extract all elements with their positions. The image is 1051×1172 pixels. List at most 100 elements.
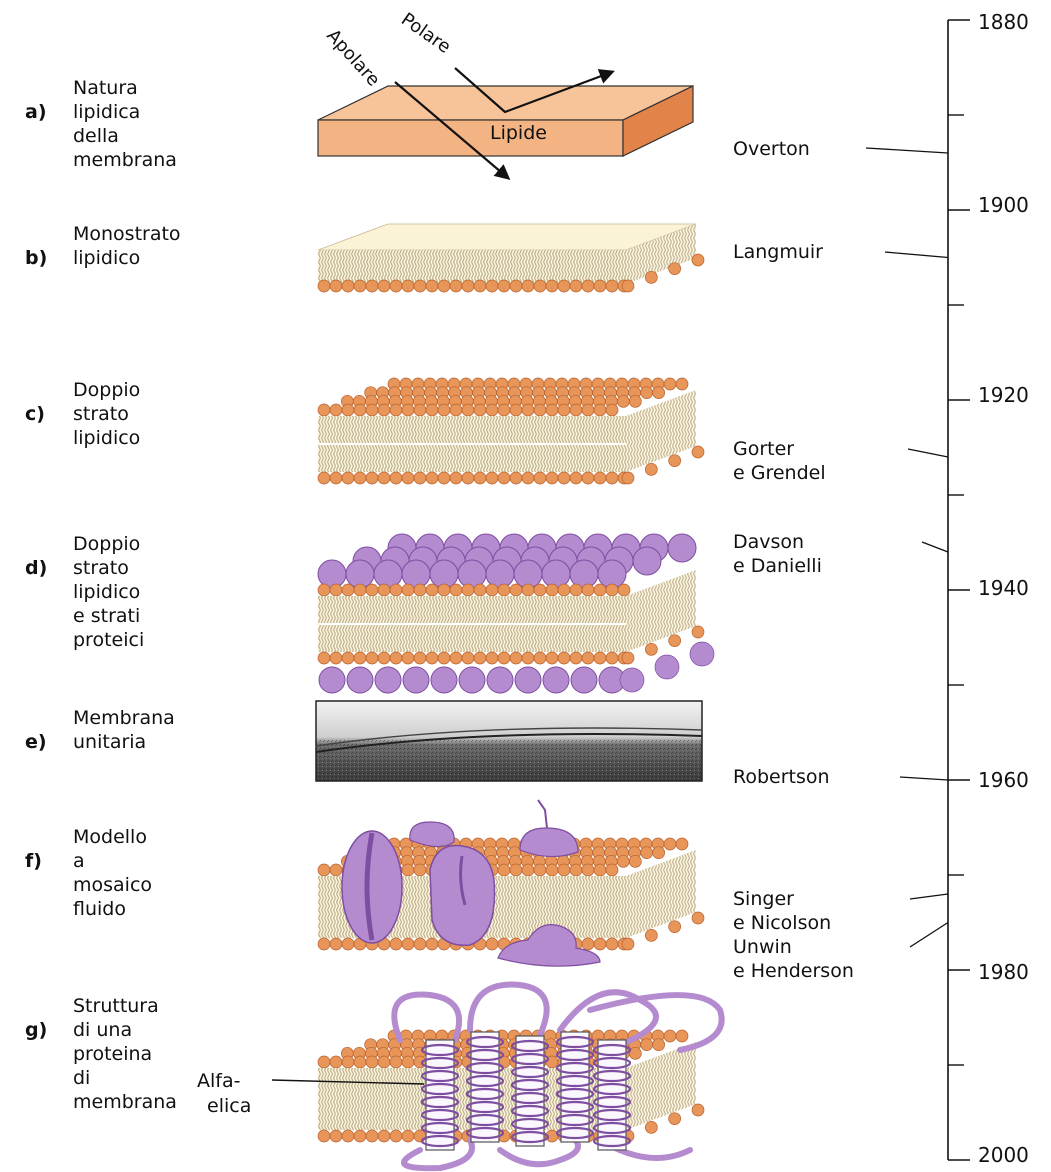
protein-loop	[470, 985, 547, 1035]
lipid-head	[498, 864, 510, 876]
lipid-head	[582, 404, 594, 416]
lipid-head	[414, 472, 426, 484]
lipid-head	[474, 280, 486, 292]
lipid-head	[617, 395, 629, 407]
lipid-head	[629, 855, 641, 867]
protein-globule	[690, 642, 714, 666]
protein-globule	[403, 667, 429, 693]
lipid-head	[534, 652, 546, 664]
scientist-connector	[908, 449, 948, 457]
lipid-head	[330, 652, 342, 664]
lipid-head	[474, 404, 486, 416]
protein-globule	[542, 560, 570, 588]
lipid-head	[570, 652, 582, 664]
lipid-head	[402, 1056, 414, 1068]
lipid-head	[342, 472, 354, 484]
lipid-head	[653, 387, 665, 399]
lipid-head	[438, 472, 450, 484]
lipid-head	[594, 472, 606, 484]
lipid-head	[522, 584, 534, 596]
block-front-face	[318, 120, 623, 156]
lipid-head	[582, 584, 594, 596]
lipid-head	[582, 652, 594, 664]
lipid-head	[402, 1130, 414, 1142]
membrane-protein-structure-diagram	[272, 985, 722, 1169]
scientist-connector	[910, 894, 948, 899]
lipid-head	[558, 584, 570, 596]
lipid-head	[622, 280, 634, 292]
lipid-head	[486, 938, 498, 950]
lipid-head	[641, 387, 653, 399]
lipid-head	[486, 280, 498, 292]
lipid-head	[318, 938, 330, 950]
lipid-head	[645, 463, 657, 475]
lipid-head	[522, 864, 534, 876]
lipid-head	[354, 652, 366, 664]
lipid-head	[414, 280, 426, 292]
protein-sandwich-diagram	[318, 534, 714, 693]
lipid-head	[622, 938, 634, 950]
lipid-head	[366, 1056, 378, 1068]
peripheral-protein	[410, 822, 454, 847]
lipid-head	[676, 378, 688, 390]
lipid-head	[594, 280, 606, 292]
lipid-head	[645, 1121, 657, 1133]
lipid-head	[522, 404, 534, 416]
lipid-head	[390, 280, 402, 292]
lipid-head	[498, 404, 510, 416]
lipid-head	[474, 584, 486, 596]
lipid-head	[390, 472, 402, 484]
lipid-head	[366, 652, 378, 664]
lipid-head	[653, 1039, 665, 1051]
lipid-head	[354, 404, 366, 416]
lipid-head	[669, 921, 681, 933]
lipid-head	[378, 584, 390, 596]
lipid-head	[450, 652, 462, 664]
lipid-head	[354, 472, 366, 484]
lipid-head	[474, 652, 486, 664]
lipid-head	[330, 864, 342, 876]
lipid-head	[414, 404, 426, 416]
lipid-head	[570, 404, 582, 416]
fluid-mosaic-diagram	[318, 800, 704, 966]
lipid-head	[318, 472, 330, 484]
lipid-head	[318, 1130, 330, 1142]
lipid-head	[414, 864, 426, 876]
lipid-head	[330, 1056, 342, 1068]
lipid-head	[438, 280, 450, 292]
lipid-head	[692, 254, 704, 266]
protein-globule	[543, 667, 569, 693]
lipid-head	[669, 635, 681, 647]
lipid-head	[342, 404, 354, 416]
lipid-head	[402, 472, 414, 484]
lipid-head	[510, 652, 522, 664]
protein-globule	[620, 668, 644, 692]
lipid-head	[330, 938, 342, 950]
lipid-head	[486, 472, 498, 484]
lipid-head	[438, 404, 450, 416]
lipid-head	[692, 446, 704, 458]
apolar-label: Apolare	[322, 25, 384, 90]
lipid-head	[582, 472, 594, 484]
lipid-head	[390, 404, 402, 416]
lipid-head	[462, 652, 474, 664]
lipid-head	[522, 472, 534, 484]
lipid-head	[622, 652, 634, 664]
timeline-axis	[866, 20, 970, 1160]
lipid-head	[582, 864, 594, 876]
lipid-head	[606, 280, 618, 292]
lipid-head	[546, 652, 558, 664]
lipid-head	[510, 864, 522, 876]
lipid-head	[426, 938, 438, 950]
unit-membrane-micrograph	[316, 701, 702, 781]
protein-globule	[431, 667, 457, 693]
protein-globule	[318, 560, 346, 588]
lipid-label: Lipide	[490, 122, 547, 144]
lipid-head	[462, 280, 474, 292]
protein-globule	[459, 667, 485, 693]
lipid-head	[692, 626, 704, 638]
lipid-head	[402, 280, 414, 292]
lipid-head	[546, 584, 558, 596]
lipid-head	[570, 280, 582, 292]
polar-label: Polare	[397, 9, 454, 58]
